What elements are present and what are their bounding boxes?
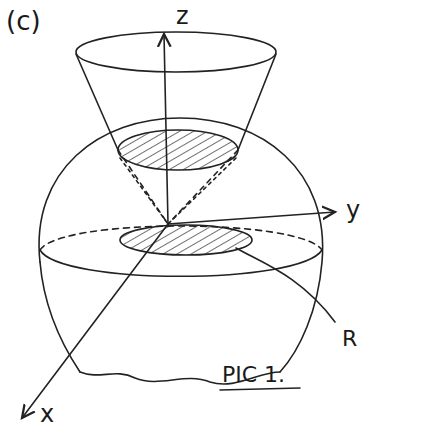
axis-label: z <box>176 4 189 28</box>
figure-label: PIC 1. <box>222 364 285 386</box>
part-letter: (c) <box>6 8 41 34</box>
axis-label: y <box>346 198 360 222</box>
region-label: R <box>342 328 357 350</box>
axis-label: x <box>40 402 54 426</box>
